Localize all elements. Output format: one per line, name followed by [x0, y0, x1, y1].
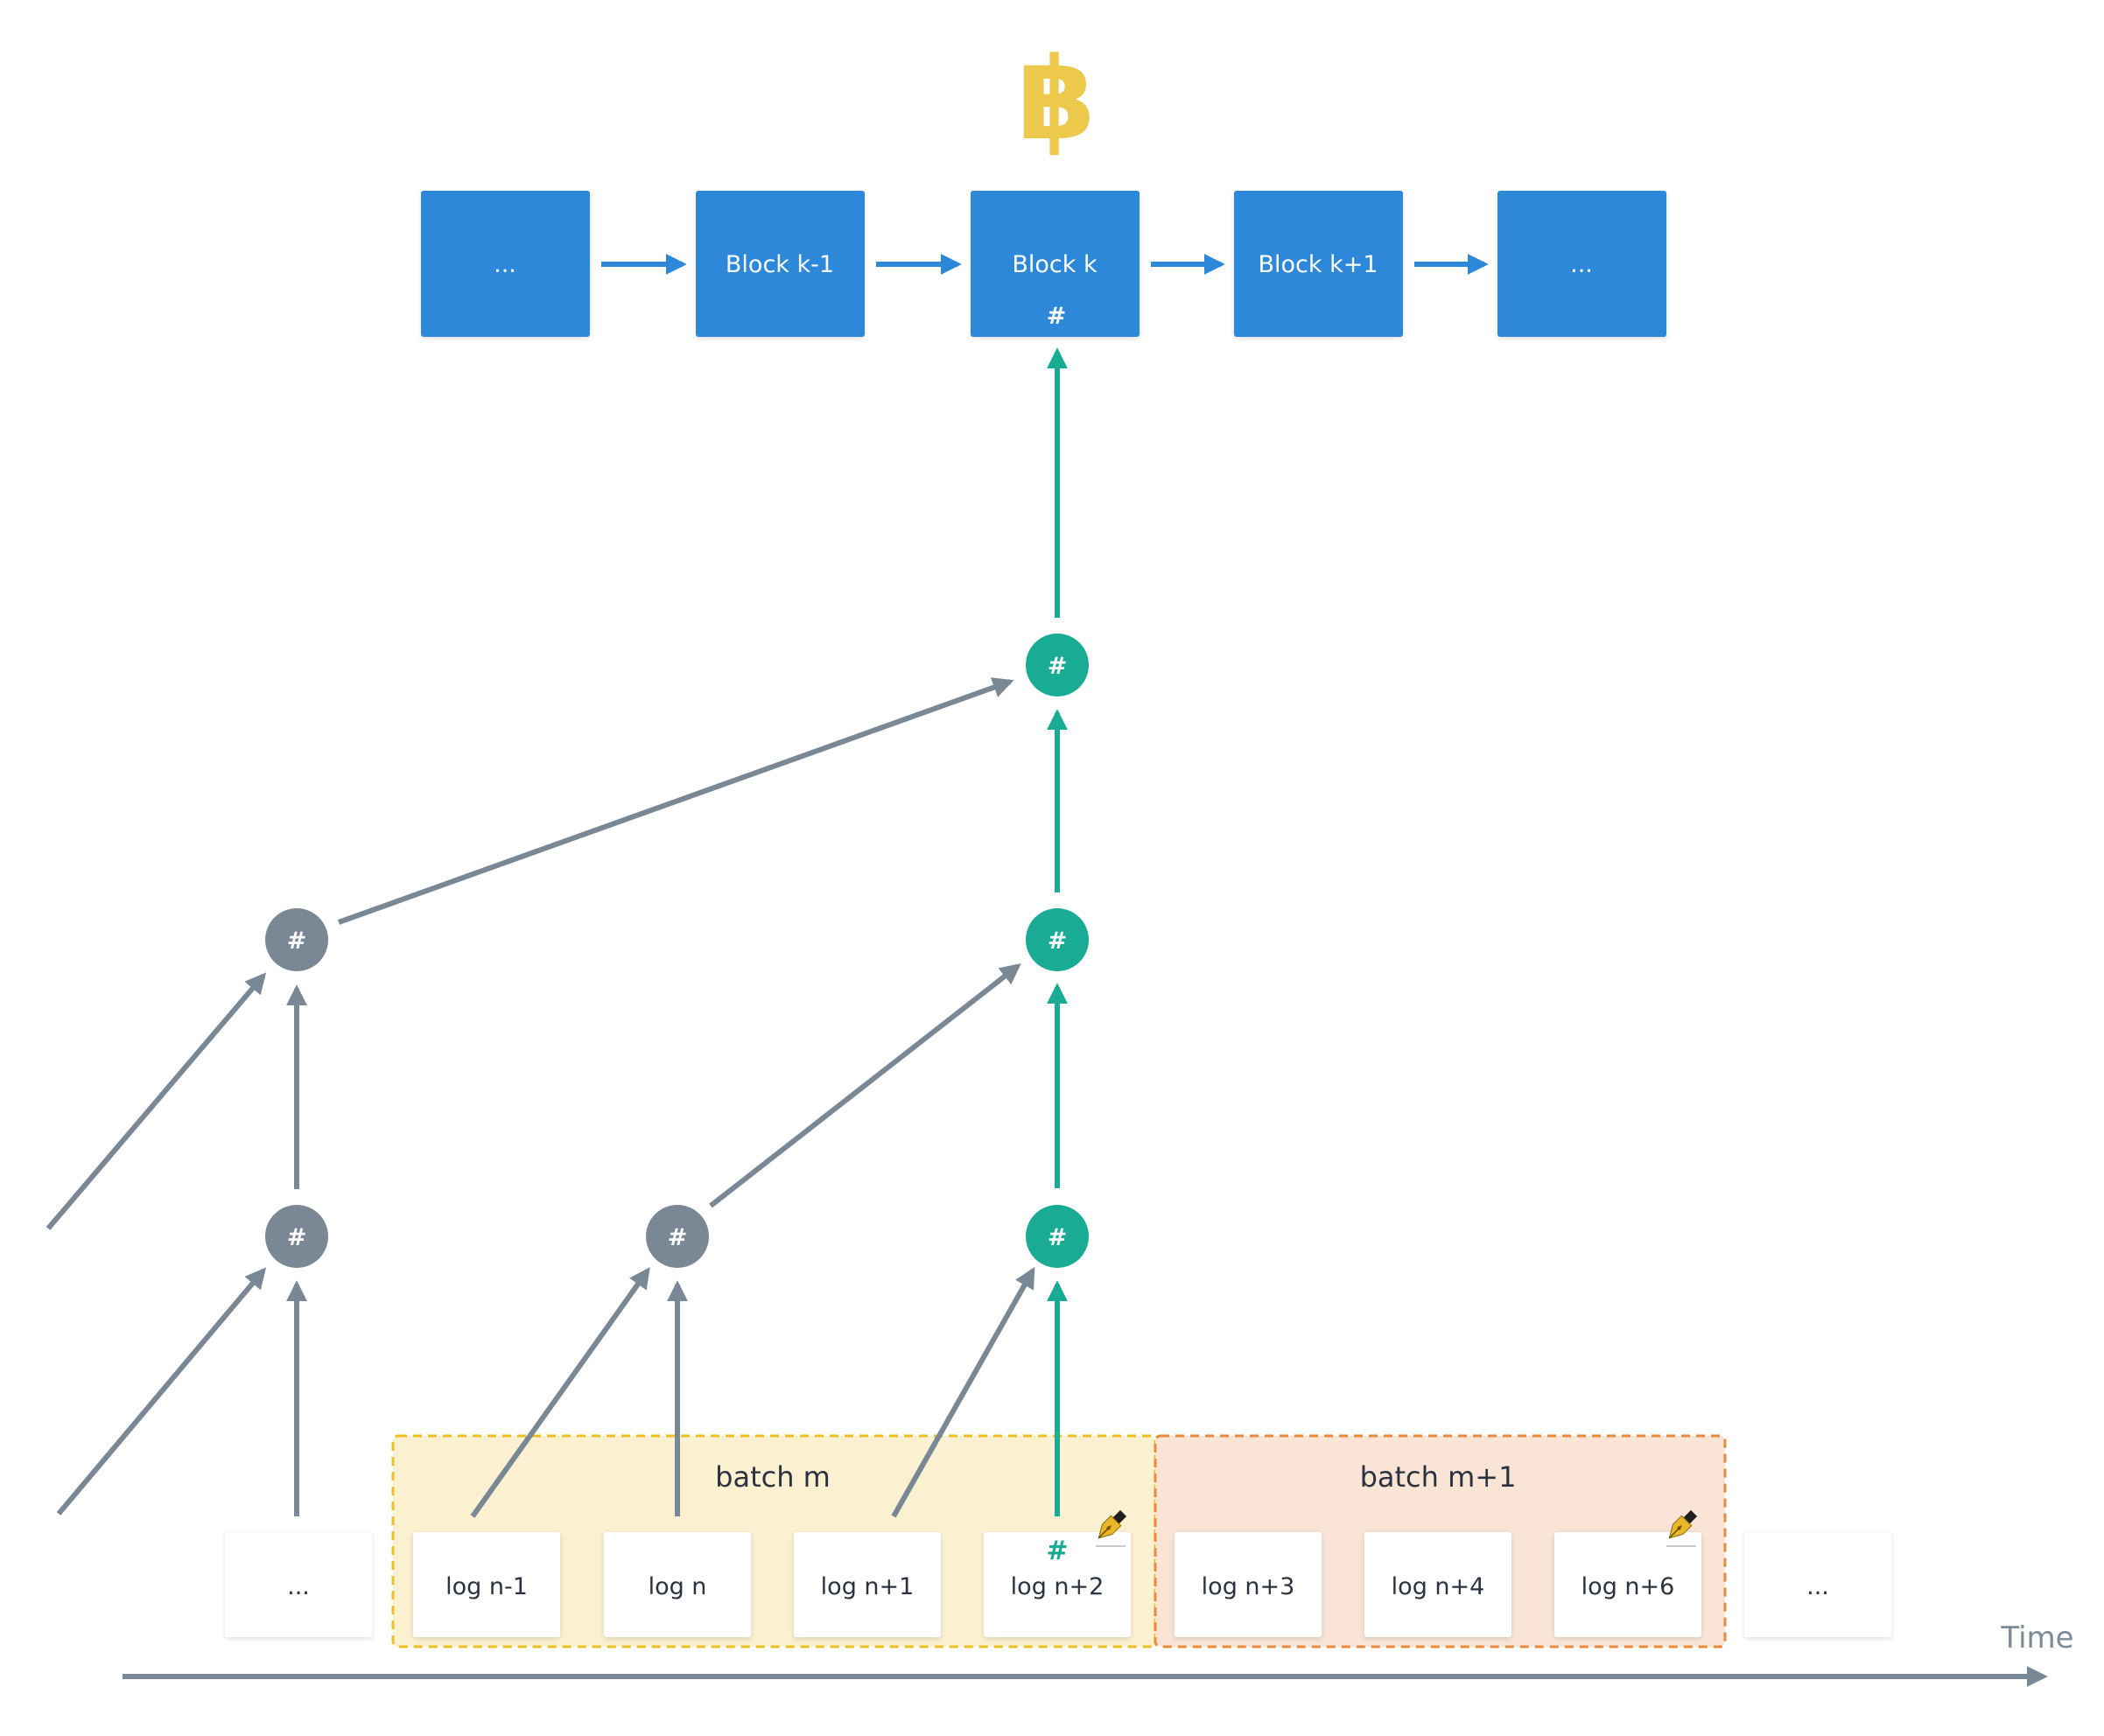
- hash-node-left-bottom: #: [265, 1205, 328, 1268]
- svg-text:log n: log n: [649, 1573, 707, 1600]
- svg-text:log n-1: log n-1: [445, 1573, 528, 1600]
- block-k-hash: #: [1047, 303, 1067, 330]
- hash-node-center-bottom: #: [646, 1205, 709, 1268]
- log-card-ellipsis-right: ...: [1744, 1532, 1891, 1637]
- fountain-pen-icon: [1098, 1509, 1127, 1539]
- svg-text:...: ...: [1570, 251, 1593, 278]
- svg-text:#: #: [668, 1224, 688, 1251]
- block-ellipsis-left: ...: [421, 191, 590, 337]
- log-n-plus-2-hash-mark: #: [1046, 1536, 1068, 1566]
- edge-log-n-minus-1-to-node: [470, 1267, 650, 1518]
- log-card-n: log n: [604, 1532, 751, 1637]
- svg-text:log n+4: log n+4: [1392, 1573, 1485, 1600]
- svg-text:#: #: [1048, 653, 1068, 680]
- svg-text:#: #: [1048, 1224, 1068, 1251]
- edge-left-top-to-root: [337, 677, 1014, 925]
- gray-edges: [46, 677, 1035, 1518]
- time-axis-label: Time: [2000, 1620, 2073, 1656]
- log-card-n-plus-1: log n+1: [794, 1532, 941, 1637]
- fountain-pen-icon: [1668, 1509, 1698, 1539]
- log-card-ellipsis-left: ...: [225, 1532, 372, 1637]
- hash-node-right-bottom: #: [1026, 1205, 1089, 1268]
- blockchain-row: ... Block k-1 Block k # Block k+1 ...: [421, 191, 1666, 337]
- block-k-minus-1: Block k-1: [696, 191, 865, 337]
- svg-text:#: #: [287, 928, 307, 955]
- log-card-n-plus-4: log n+4: [1364, 1532, 1511, 1637]
- edge-left-far-to-mid-node: [56, 1267, 267, 1516]
- edge-center-gray-to-green: [709, 963, 1021, 1208]
- hash-node-root: #: [1026, 634, 1089, 696]
- svg-text:log n+1: log n+1: [821, 1573, 915, 1600]
- bitcoin-icon: ฿: [1017, 32, 1096, 165]
- svg-text:...: ...: [1806, 1573, 1829, 1600]
- svg-text:Block k-1: Block k-1: [726, 251, 834, 278]
- svg-text:batch m+1: batch m+1: [1360, 1460, 1517, 1494]
- svg-text:...: ...: [287, 1573, 310, 1600]
- svg-text:#: #: [1048, 928, 1068, 955]
- svg-text:log n+6: log n+6: [1582, 1573, 1675, 1600]
- svg-text:batch m: batch m: [715, 1460, 831, 1494]
- svg-text:#: #: [287, 1224, 307, 1251]
- log-card-n-plus-3: log n+3: [1175, 1532, 1322, 1637]
- block-k: Block k #: [971, 191, 1140, 337]
- hash-node-left-top: #: [265, 908, 328, 971]
- svg-text:...: ...: [494, 251, 516, 278]
- batch-m: batch m: [391, 1434, 1157, 1648]
- hash-node-center-top: #: [1026, 908, 1089, 971]
- svg-text:log n+3: log n+3: [1202, 1573, 1295, 1600]
- edge-log-n-plus-1-to-node: [891, 1266, 1035, 1518]
- hash-nodes: # # # # # #: [265, 634, 1089, 1268]
- log-card-n-plus-2: log n+2 #: [984, 1509, 1131, 1637]
- block-ellipsis-right: ...: [1497, 191, 1666, 337]
- time-axis: Time: [123, 1620, 2074, 1687]
- svg-text:Block k: Block k: [1012, 251, 1098, 278]
- svg-text:log n+2: log n+2: [1011, 1573, 1105, 1600]
- log-card-n-minus-1: log n-1: [413, 1532, 560, 1637]
- log-card-n-plus-6: log n+6: [1554, 1509, 1701, 1637]
- svg-text:Block k+1: Block k+1: [1258, 251, 1378, 278]
- block-k-plus-1: Block k+1: [1234, 191, 1403, 337]
- log-cards: ... log n-1 log n log n+1 log n+2 #: [225, 1509, 1891, 1637]
- edge-left-far-to-top-node: [46, 972, 267, 1230]
